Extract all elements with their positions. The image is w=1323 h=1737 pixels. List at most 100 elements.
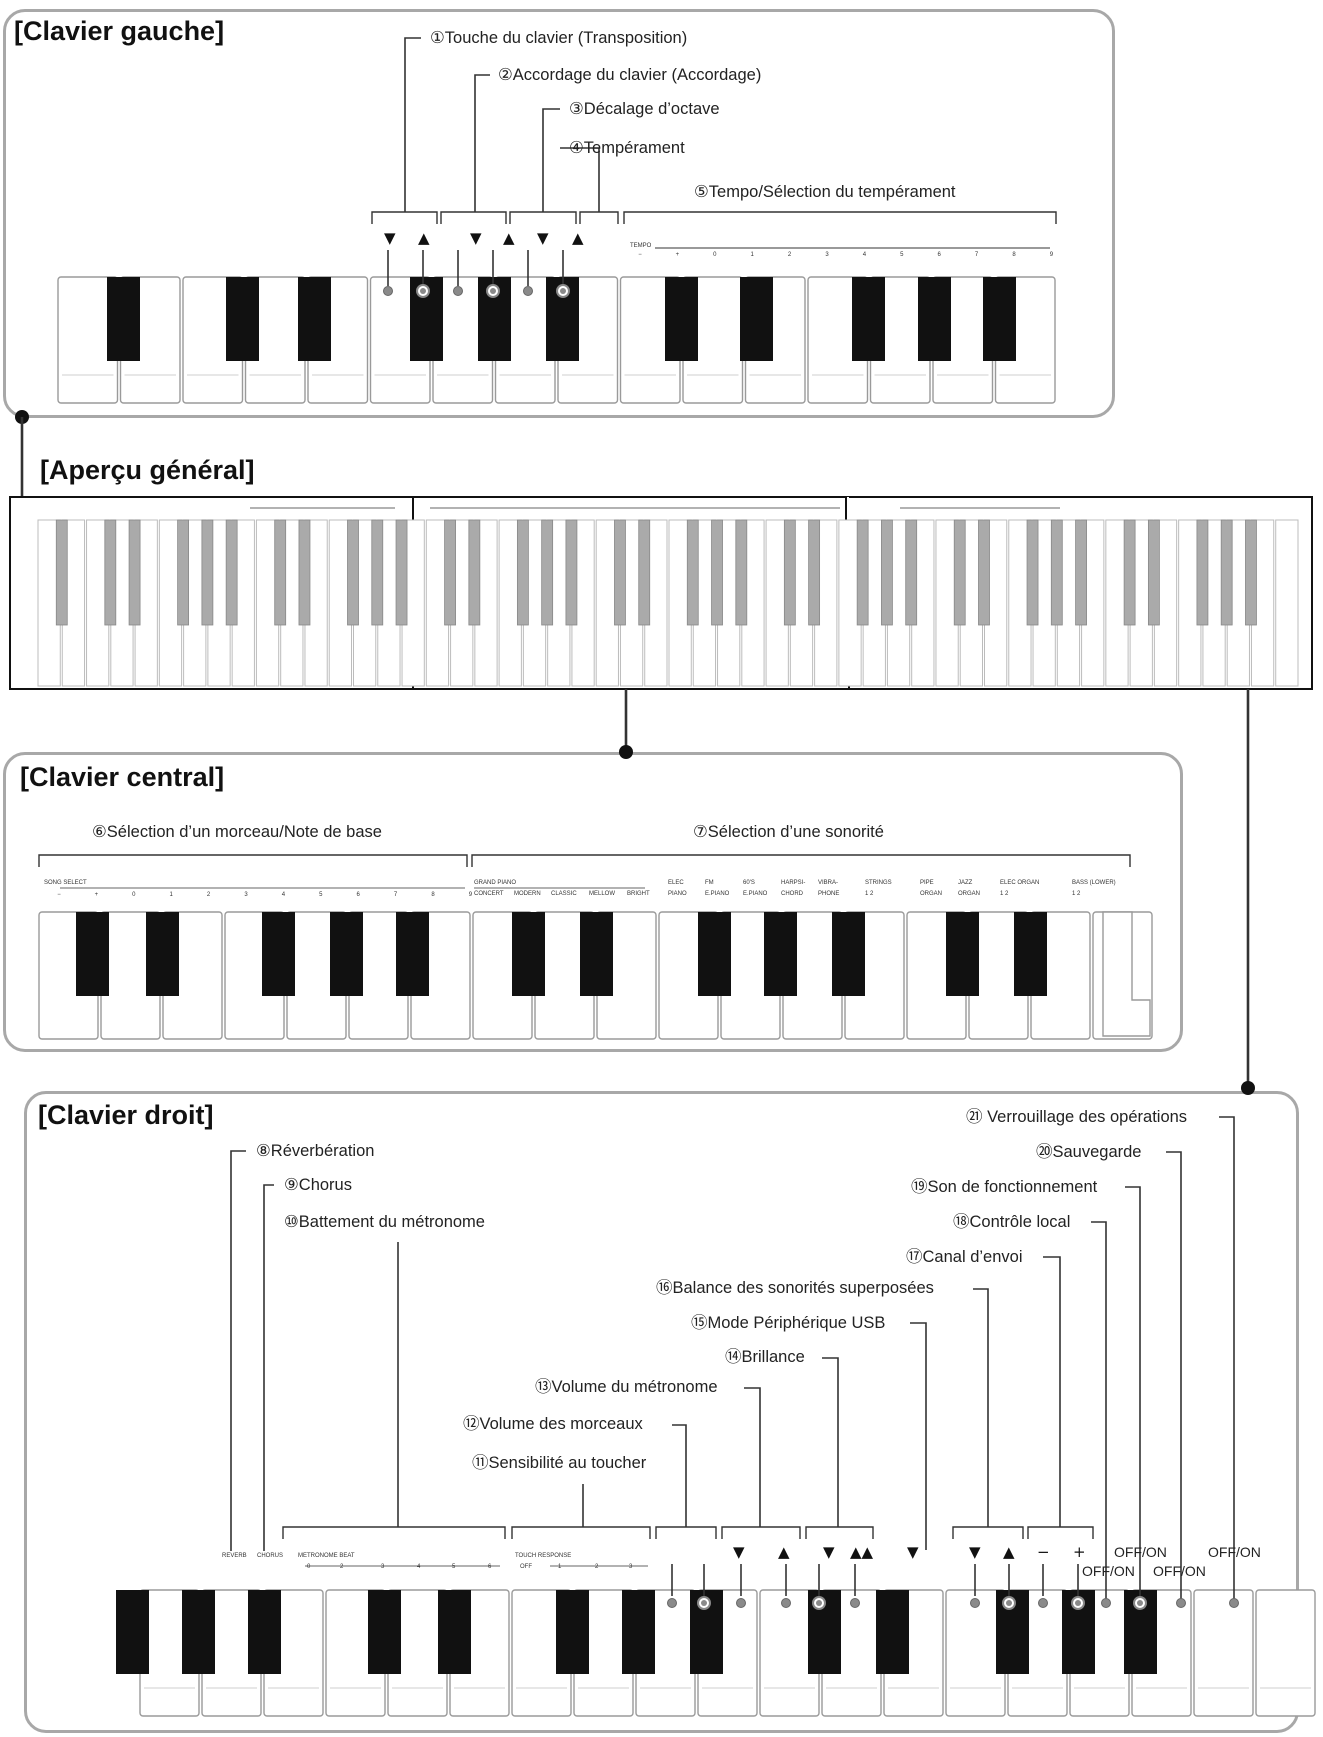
tone-select-bracket	[471, 854, 1131, 867]
left-panel-title: [Clavier gauche]	[14, 16, 225, 46]
overview-black-key	[298, 519, 311, 626]
octave-up-symbol: ▲	[572, 229, 584, 247]
song-tick-label: 2	[206, 892, 211, 898]
tone-label-bottom: E.PIANO	[743, 891, 768, 897]
overview-black-key	[638, 519, 651, 626]
layer-balance-leader	[973, 1288, 989, 1527]
overview-black-key	[371, 519, 384, 626]
left-keyboard-black-key	[983, 277, 1016, 361]
overview-black-key	[614, 519, 626, 626]
overview-black-key	[1050, 519, 1063, 626]
overview-black-key	[1220, 519, 1233, 626]
tempo-key-label: TEMPO	[630, 243, 652, 249]
song-tick-label: 4	[281, 892, 286, 898]
right-keyboard-black-key	[556, 1590, 589, 1674]
touch-tick-label: OFF	[520, 1564, 532, 1570]
overview-black-key	[128, 519, 141, 626]
overview-black-key	[444, 519, 456, 626]
tempo-tick-label: 2	[787, 252, 792, 258]
right-panel-title: [Clavier droit]	[38, 1100, 214, 1130]
tone-label-top: FM	[705, 880, 714, 886]
metronome-beat-key-label: METRONOME BEAT	[298, 1553, 355, 1559]
song-tick-label: 5	[319, 892, 323, 898]
tone-label-bottom: 1 2	[1000, 891, 1009, 897]
brilliance-up-symbol: ▲▲	[850, 1543, 874, 1561]
overview-black-key	[225, 519, 238, 626]
overview-black-key	[347, 519, 359, 626]
overview-black-key	[905, 519, 918, 626]
beat-tick-label: 2	[340, 1564, 344, 1570]
song-tick-label: 1	[169, 892, 173, 898]
tone-label-top: GRAND PIANO	[474, 880, 517, 886]
right-key-ring-4-center	[816, 1600, 822, 1606]
brilliance-bracket	[805, 1526, 874, 1539]
tone-label-bottom: BRIGHT	[627, 891, 650, 897]
operation-lock-leader	[1219, 1116, 1235, 1602]
right-key-ring-1-center	[701, 1600, 707, 1606]
song-tick-label: 8	[431, 892, 435, 898]
left-key-dot-2	[453, 286, 463, 296]
overview-black-key	[104, 519, 117, 626]
right-key-dot-8	[1038, 1598, 1048, 1608]
song-volume-leader	[672, 1424, 687, 1527]
operation-tone-off-on: OFF/ON	[1114, 1544, 1167, 1560]
backup-off-on: OFF/ON	[1153, 1563, 1206, 1579]
tempo-tick-label: 0	[713, 252, 717, 258]
song-tick-label: 7	[393, 892, 398, 898]
beat-tick-label: 0	[307, 1564, 311, 1570]
callout-song-select: ⑥Sélection d’un morceau/Note de base	[92, 823, 382, 841]
center-keyboard-black-key	[698, 912, 731, 996]
right-key-ring-11-center	[1137, 1600, 1143, 1606]
reverb-key-label: REVERB	[222, 1553, 247, 1559]
tone-label-bottom: ORGAN	[958, 891, 981, 897]
overview-black-key	[978, 519, 990, 626]
send-channel-plus-symbol: +	[1073, 1543, 1086, 1561]
song-tick-label: +	[94, 892, 99, 898]
tone-label-top: ELEC	[668, 880, 684, 886]
tone-label-bottom: PIANO	[668, 891, 687, 897]
right-key-dot-0	[667, 1598, 677, 1608]
tone-label-bottom: MELLOW	[589, 891, 616, 897]
song-tick-label: 6	[356, 892, 360, 898]
tone-label-top: HARPSI-	[781, 880, 806, 886]
overview-black-key	[711, 519, 723, 626]
callout-brilliance: ⑭Brillance	[725, 1348, 805, 1366]
operation-lock-off-on: OFF/ON	[1208, 1544, 1261, 1560]
callout-octave-shift: ③Décalage d’octave	[569, 100, 720, 118]
overview-black-key	[395, 519, 408, 626]
right-key-ring-7-center	[1006, 1600, 1012, 1606]
callout-layer-balance: ⑯Balance des sonorités superposées	[656, 1279, 934, 1297]
overview-black-key	[1026, 519, 1039, 626]
chorus-key-label: CHORUS	[257, 1553, 284, 1559]
beat-tick-label: 3	[381, 1564, 385, 1570]
right-panel-connector	[1241, 1081, 1255, 1095]
left-key-ring-1-center	[420, 288, 426, 294]
right-keyboard-black-key	[622, 1590, 655, 1674]
right-key-dot-2	[736, 1598, 746, 1608]
right-keyboard-white-key	[1193, 1589, 1254, 1717]
callout-song-volume: ⑫Volume des morceaux	[463, 1415, 643, 1433]
callout-tone-select: ⑦Sélection d’une sonorité	[693, 823, 884, 841]
callout-tempo: ⑤Tempo/Sélection du tempérament	[694, 183, 956, 201]
metronome-volume-leader	[744, 1387, 761, 1527]
callout-send-channel: ⑰Canal d’envoi	[906, 1248, 1023, 1266]
tone-label-bottom: CONCERT	[474, 891, 504, 897]
brilliance-down-symbol: ▼	[823, 1543, 835, 1561]
overview-black-key	[177, 519, 190, 626]
right-keyboard-black-key	[876, 1590, 909, 1674]
left-keyboard-black-key	[918, 277, 951, 361]
temperament-leader	[560, 147, 600, 212]
callout-usb-mode: ⑮Mode Périphérique USB	[691, 1314, 886, 1332]
left-keyboard-black-key	[852, 277, 885, 361]
overview-black-key	[1123, 519, 1136, 626]
overview-black-key	[783, 519, 796, 626]
overview-black-key	[1147, 519, 1160, 626]
metronome-volume-up-symbol: ▲	[778, 1543, 790, 1561]
send-channel-bracket	[1027, 1526, 1094, 1539]
right-key-dot-12	[1176, 1598, 1186, 1608]
right-key-dot-3	[781, 1598, 791, 1608]
left-keyboard-black-key	[107, 277, 140, 361]
tone-label-top: BASS (LOWER)	[1072, 880, 1116, 886]
